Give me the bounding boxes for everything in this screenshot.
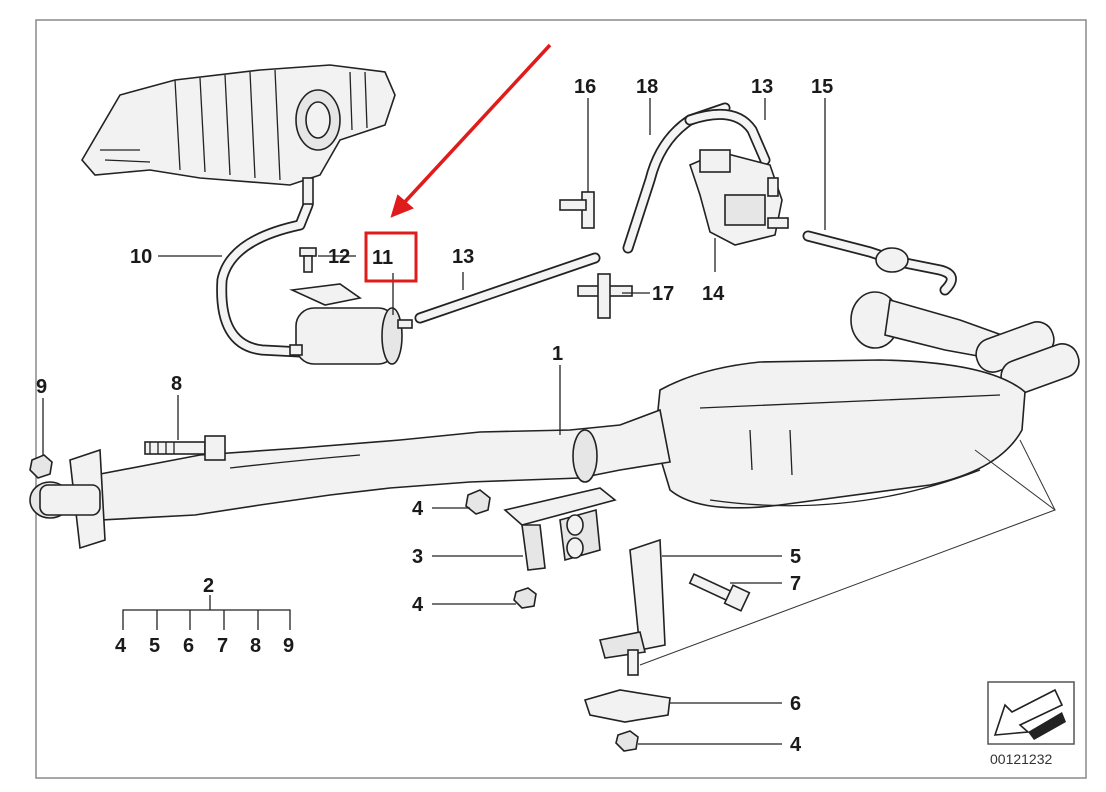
label-4-bottom: 4 <box>790 734 802 756</box>
bracket-3 <box>503 487 617 571</box>
nut-4-bottom <box>615 730 639 752</box>
diagram-frame <box>35 19 1087 779</box>
label-9: 9 <box>36 376 47 398</box>
label-4-top: 4 <box>412 498 424 520</box>
bolt-7 <box>688 572 751 612</box>
solenoid-valve-14 <box>689 149 789 246</box>
label-kit-8: 8 <box>250 635 261 657</box>
nut-4-top <box>465 489 491 515</box>
bolt-12 <box>299 247 317 273</box>
label-8: 8 <box>171 373 182 395</box>
vacuum-line-13 <box>414 252 601 324</box>
label-1: 1 <box>552 343 563 365</box>
label-kit-6: 6 <box>183 635 194 657</box>
label-4-mid: 4 <box>412 594 424 616</box>
vacuum-pipe-15 <box>802 230 957 296</box>
leader-lines <box>42 98 826 745</box>
t-piece-17 <box>577 273 633 319</box>
label-kit-5: 5 <box>149 635 160 657</box>
connector-16 <box>559 191 595 229</box>
label-kit-9: 9 <box>283 635 294 657</box>
label-14: 14 <box>702 283 725 305</box>
nut-4-mid <box>513 587 537 609</box>
catalog-code: 00121232 <box>990 751 1053 767</box>
label-kit-7: 7 <box>217 635 228 657</box>
clamp-6 <box>583 689 671 723</box>
label-10: 10 <box>130 246 152 268</box>
hanger-5 <box>598 538 666 676</box>
tail-pipes <box>975 321 1080 395</box>
label-13-lower: 13 <box>452 246 474 268</box>
bolt-8 <box>144 435 226 461</box>
label-15: 15 <box>811 76 833 98</box>
highlight-arrow <box>390 43 552 218</box>
intake-manifold <box>81 64 396 186</box>
rear-silencer-1 <box>654 359 1026 509</box>
label-7: 7 <box>790 573 801 595</box>
label-17: 17 <box>652 283 674 305</box>
label-3: 3 <box>412 546 423 568</box>
label-6: 6 <box>790 693 801 715</box>
label-18: 18 <box>636 76 658 98</box>
label-11: 11 <box>372 247 393 269</box>
highlight-box <box>364 231 418 283</box>
exhaust-pipe <box>29 408 671 550</box>
assembly-lines <box>639 439 1057 666</box>
label-2: 2 <box>203 575 214 597</box>
label-kit-4: 4 <box>115 635 127 657</box>
pressure-converter-11 <box>289 283 413 365</box>
label-16: 16 <box>574 76 596 98</box>
arrow-icon <box>987 681 1075 745</box>
hose-13-upper <box>684 108 771 166</box>
label-12: 12 <box>328 246 350 268</box>
nut-9 <box>29 454 53 479</box>
label-13-upper: 13 <box>751 76 773 98</box>
label-5: 5 <box>790 546 801 568</box>
vacuum-hose-10 <box>216 177 314 358</box>
